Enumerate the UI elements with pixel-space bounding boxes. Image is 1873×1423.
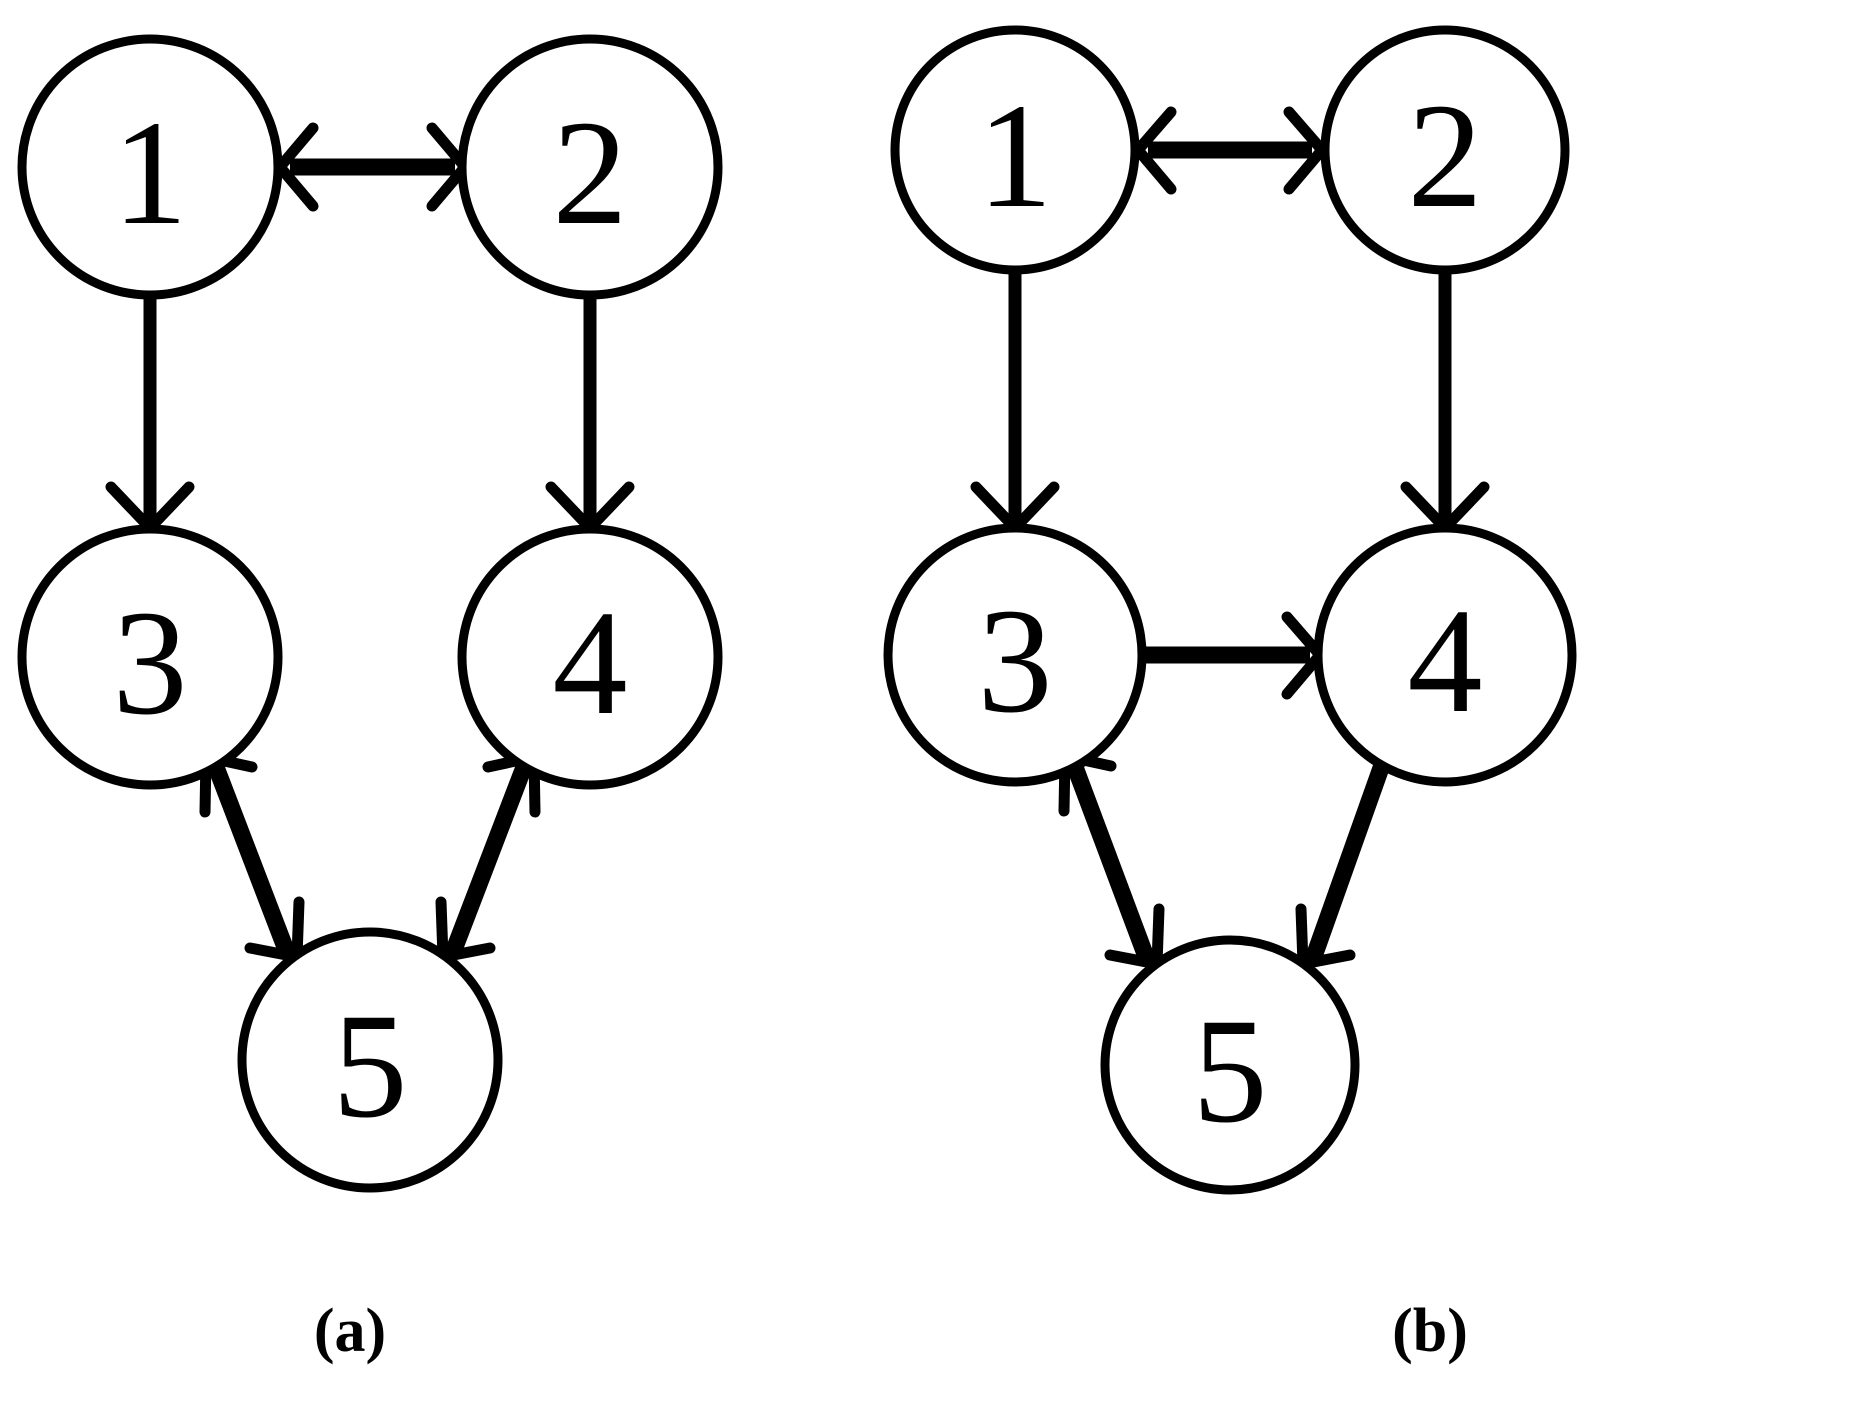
node-b-1-label: 1 (978, 73, 1053, 239)
node-a-4-label: 4 (553, 580, 628, 746)
node-b-5-circle[interactable] (1100, 935, 1360, 1195)
node-b-1[interactable]: 1 (890, 25, 1140, 275)
edge-a-1-3 (105, 295, 195, 534)
graph-a-canvas: 1 2 3 4 5 (17, 34, 723, 1193)
edge-a-3-5 (199, 751, 305, 963)
node-a-5[interactable]: 5 (237, 927, 503, 1193)
node-a-2[interactable]: 2 (457, 34, 723, 300)
node-b-3-circle[interactable] (883, 523, 1147, 787)
node-a-5-label: 5 (333, 983, 408, 1149)
node-a-3-circle[interactable] (17, 524, 283, 790)
edge-b-3-5-line (1067, 764, 1156, 965)
node-b-2[interactable]: 2 (1320, 25, 1570, 275)
edge-a-2-4 (545, 295, 635, 534)
node-b-3-label: 3 (978, 578, 1053, 744)
edge-b-1-2 (1132, 106, 1328, 195)
node-b-4-circle[interactable] (1313, 523, 1577, 787)
node-b-3[interactable]: 3 (883, 523, 1147, 787)
graph-b-canvas: 1 2 3 4 5 (883, 25, 1577, 1195)
caption-panel-b: (b) (1392, 1297, 1468, 1365)
node-a-2-circle[interactable] (457, 34, 723, 300)
node-b-5[interactable]: 5 (1100, 935, 1360, 1195)
node-a-4[interactable]: 4 (457, 524, 723, 790)
edge-b-4-5 (1295, 762, 1391, 970)
edge-b-3-4 (1142, 611, 1326, 700)
edge-a-4-5 (435, 751, 541, 963)
edge-a-3-5-line (208, 763, 296, 959)
node-b-4[interactable]: 4 (1313, 523, 1577, 787)
node-b-2-label: 2 (1408, 73, 1483, 239)
caption-panel-a: (a) (313, 1297, 387, 1365)
node-b-1-circle[interactable] (890, 25, 1140, 275)
edge-b-3-5 (1058, 750, 1165, 970)
graph-panel-a: 1 2 3 4 5 (0, 0, 860, 1423)
graph-panel-b: 1 2 3 4 5 (860, 0, 1873, 1423)
node-a-5-circle[interactable] (237, 927, 503, 1193)
node-b-4-label: 4 (1408, 578, 1483, 744)
edge-a-4-5-line (444, 763, 532, 959)
node-a-4-circle[interactable] (457, 524, 723, 790)
edge-b-1-3 (970, 270, 1060, 534)
node-a-2-label: 2 (553, 90, 628, 256)
node-a-3[interactable]: 3 (17, 524, 283, 790)
node-a-1[interactable]: 1 (17, 34, 283, 300)
node-b-5-label: 5 (1193, 988, 1268, 1154)
node-a-3-label: 3 (113, 580, 188, 746)
node-b-2-circle[interactable] (1320, 25, 1570, 275)
edge-b-4-5-line (1303, 762, 1391, 965)
edge-b-2-4 (1400, 270, 1490, 534)
node-a-1-circle[interactable] (17, 34, 283, 300)
edge-a-1-2 (274, 122, 471, 212)
node-a-1-label: 1 (113, 90, 188, 256)
